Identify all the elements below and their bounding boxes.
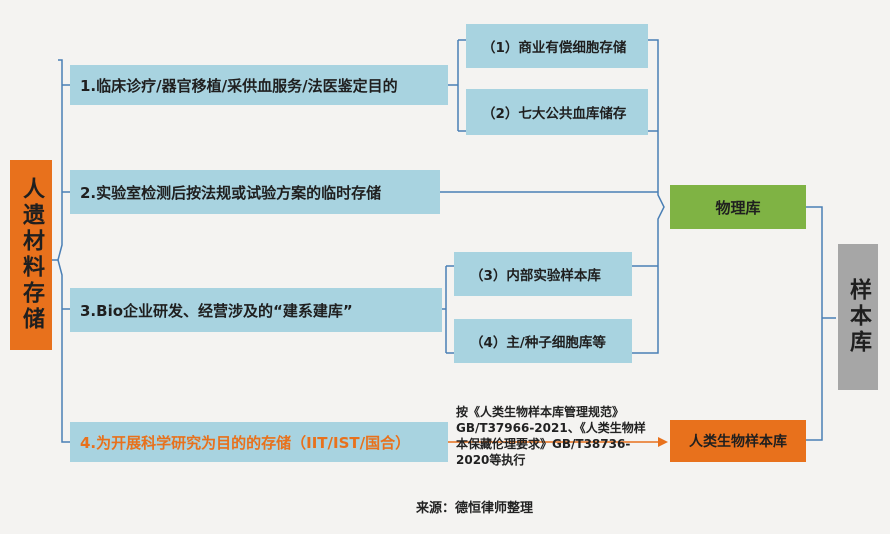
source-caption: 来源：德恒律师整理 xyxy=(416,501,534,516)
subitem-2: （2）七大公共血库储存 xyxy=(466,89,648,135)
human-biobank-node: 人类生物样本库 xyxy=(670,420,806,462)
standards-note: 按《人类生物样本库管理规范》GB/T37966-2021、《人类生物样本保藏伦理… xyxy=(456,405,646,467)
category-1: 1.临床诊疗/器官移植/采供血服务/法医鉴定目的 xyxy=(70,65,448,105)
root-label: 人遗材料存储 xyxy=(19,177,44,333)
subitem-4: （4）主/种子细胞库等 xyxy=(454,319,632,363)
category-3: 3.Bio企业研发、经营涉及的“建系建库” xyxy=(70,288,442,332)
sample-library-node: 样本库 xyxy=(838,244,878,390)
category-2: 2.实验室检测后按法规或试验方案的临时存储 xyxy=(70,170,440,214)
physical-library-node: 物理库 xyxy=(670,185,806,229)
root-node: 人遗材料存储 xyxy=(10,160,52,350)
subitem-1: （1）商业有偿细胞存储 xyxy=(466,24,648,68)
category-4: 4.为开展科学研究为目的的存储（IIT/IST/国合） xyxy=(70,422,448,462)
subitem-3: （3）内部实验样本库 xyxy=(454,252,632,296)
